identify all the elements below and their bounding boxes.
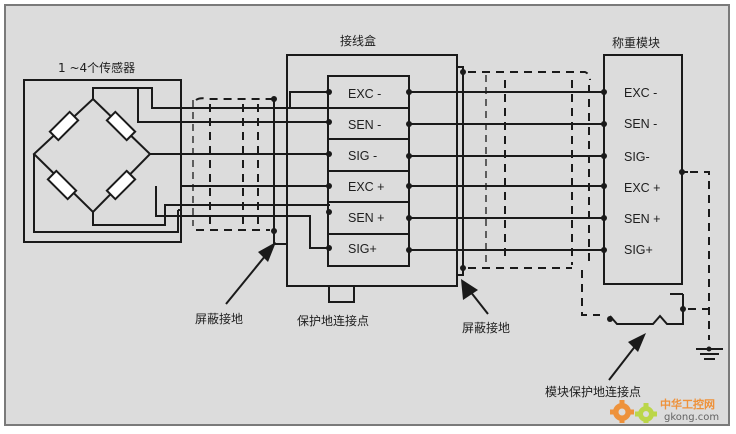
module-terminal-exc-minus: EXC -	[624, 86, 657, 100]
module-title: 称重模块	[612, 36, 660, 50]
arrow-icon	[258, 242, 276, 262]
jb-terminal-sig-plus: SIG+	[348, 242, 377, 256]
arrow-icon	[628, 333, 646, 352]
module-terminal-sen-plus: SEN +	[624, 212, 660, 226]
jb-terminal-sen-minus: SEN -	[348, 118, 381, 132]
diagram-frame	[4, 4, 730, 426]
junction-terminals: EXC - SEN - SIG - EXC + SEN + SIG+	[348, 87, 384, 256]
sensor-cable	[178, 91, 329, 245]
sensor-title: 1 ~4个传感器	[58, 60, 135, 75]
annotation-module-earth: 模块保护地连接点	[545, 333, 646, 399]
module-terminal-sen-minus: SEN -	[624, 117, 657, 131]
module-terminal-exc-plus: EXC +	[624, 181, 660, 195]
jb-terminal-sen-plus: SEN +	[348, 211, 384, 225]
protective-earth-lug	[328, 285, 355, 303]
protective-earth-label: 保护地连接点	[297, 313, 369, 328]
ground-icon	[696, 346, 723, 360]
shield-ground-right-label: 屏蔽接地	[462, 320, 510, 335]
resistor-icon	[48, 110, 80, 142]
module-terminal-sig-minus: SIG-	[624, 150, 650, 164]
green-gear-icon	[635, 403, 657, 423]
weighing-module: 称重模块	[603, 36, 723, 360]
module-terminals: EXC - SEN - SIG- EXC + SEN + SIG+	[624, 86, 660, 257]
resistor-icon	[46, 169, 78, 201]
wheatstone-bridge	[32, 97, 152, 214]
junction-box-title: 接线盒	[340, 33, 376, 48]
jb-terminal-exc-plus: EXC +	[348, 180, 384, 194]
module-terminal-dots	[601, 89, 607, 253]
junction-box-enclosure	[286, 54, 458, 287]
orange-gear-icon	[610, 400, 634, 423]
arrow-icon	[461, 279, 478, 300]
sensor-enclosure	[23, 79, 182, 243]
module-earth-label: 模块保护地连接点	[545, 384, 641, 399]
junction-box: 接线盒	[286, 33, 458, 303]
jb-terminal-sig-minus: SIG -	[348, 149, 377, 163]
jb-terminal-exc-minus: EXC -	[348, 87, 381, 101]
module-terminal-sig-plus: SIG+	[624, 243, 653, 257]
watermark-en: gkong.com	[664, 412, 719, 423]
shield-ground-left-label: 屏蔽接地	[195, 311, 243, 326]
resistor-icon	[105, 110, 137, 142]
gkong-watermark-logo: 中华工控网 gkong.com	[610, 397, 719, 423]
terminal-dots	[326, 89, 412, 253]
annotation-shield-ground-right: 屏蔽接地	[461, 279, 510, 335]
annotation-shield-ground-left: 屏蔽接地	[195, 242, 276, 326]
resistor-icon	[105, 169, 137, 201]
module-cable	[409, 66, 604, 316]
watermark-cn: 中华工控网	[660, 397, 715, 411]
